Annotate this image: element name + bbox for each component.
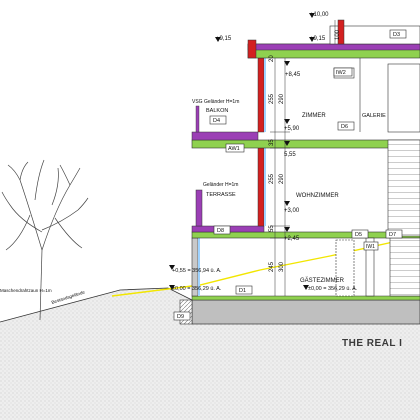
dim-290a: 290 xyxy=(279,93,285,104)
dim-290b: 290 xyxy=(279,173,285,184)
balcony-railing xyxy=(195,105,200,133)
level-ground-right: ±0,00 = 356,29 ü. A. xyxy=(308,286,358,292)
level-top-ridge: +10,00 xyxy=(310,12,329,18)
tag-d3: D3 xyxy=(393,32,400,38)
stair-box xyxy=(387,63,420,133)
floor-slab-main xyxy=(191,231,420,239)
main-floor-wall xyxy=(257,147,265,227)
existing-terrain-line xyxy=(111,235,420,297)
railing-upper: VSG Geländer H=1m xyxy=(192,99,239,105)
floor-slab-upper xyxy=(191,139,420,149)
level-upper-top: +8,45 xyxy=(285,72,301,78)
roof-parapet xyxy=(337,19,345,45)
level-ground-left: ±0,00 = 356,29 ü. A. xyxy=(172,286,222,292)
tag-d4: D4 xyxy=(213,118,220,124)
tree xyxy=(1,159,89,321)
tag-d6: D6 xyxy=(341,124,348,130)
tag-d8: D8 xyxy=(217,228,224,234)
tag-iw2: IW2 xyxy=(336,70,346,76)
tag-boxes xyxy=(173,29,407,321)
roof-upstand-left xyxy=(247,39,257,59)
terrain-fence: Maschendrahtzaun H=1m xyxy=(0,288,52,293)
roof-insulation xyxy=(247,43,420,51)
level-main-under: +2,45 xyxy=(284,236,300,242)
door-ground xyxy=(335,239,355,297)
interior-wall-iw1 xyxy=(365,237,375,297)
room-gaestezimmer: GÄSTEZIMMER xyxy=(300,277,345,284)
dimension-lines xyxy=(270,20,336,296)
level-terrain-left: +0,55 = 356,94 ü. A. xyxy=(172,268,222,274)
room-balkon: BALKON xyxy=(206,108,228,114)
ground-floor-glazing xyxy=(198,238,200,296)
main-floor-window xyxy=(264,148,266,226)
terrace-railing-post xyxy=(195,189,203,227)
level-main-floor: +3,00 xyxy=(284,208,300,214)
level-upper-floor: +5,90 xyxy=(284,126,300,132)
stair-lower xyxy=(389,237,420,297)
watermark: THE REAL I xyxy=(342,338,402,349)
room-terrasse: TERRASSE xyxy=(206,192,236,198)
tag-d9: D9 xyxy=(177,314,184,320)
tag-iw1: IW1 xyxy=(366,244,375,250)
railing-lower: Geländer H=1m xyxy=(203,182,238,188)
level-markers xyxy=(169,13,315,290)
tag-d7: D7 xyxy=(389,232,396,238)
dim-245: 245 xyxy=(269,261,275,272)
balcony-slab xyxy=(191,131,259,141)
room-wohnzimmer: WOHNZIMMER xyxy=(296,193,339,199)
room-galerie: GALERIE xyxy=(362,113,386,119)
tag-aw1: AW1 xyxy=(228,146,240,152)
foundation-slab xyxy=(191,299,420,325)
upper-floor-wall xyxy=(257,57,265,133)
upper-floor-window xyxy=(264,58,266,132)
stair xyxy=(387,139,420,237)
level-roof-left: +9,15 xyxy=(216,36,232,42)
dim-55: 55 xyxy=(269,225,275,232)
dim-20: 20 xyxy=(269,55,275,62)
dim-255a: 255 xyxy=(269,93,275,104)
dim-255b: 255 xyxy=(269,173,275,184)
dim-300: 300 xyxy=(279,261,285,272)
level-roof-right: +9,15 xyxy=(310,36,326,42)
room-zimmer: ZIMMER xyxy=(302,113,326,119)
dim-35: 35 xyxy=(269,139,275,146)
tag-d1: D1 xyxy=(239,288,246,294)
tag-d5: D5 xyxy=(355,232,362,238)
foundation-insulation xyxy=(191,295,420,301)
dim-100: 100 xyxy=(335,29,341,40)
level-upper-under: 5,55 xyxy=(284,152,296,158)
